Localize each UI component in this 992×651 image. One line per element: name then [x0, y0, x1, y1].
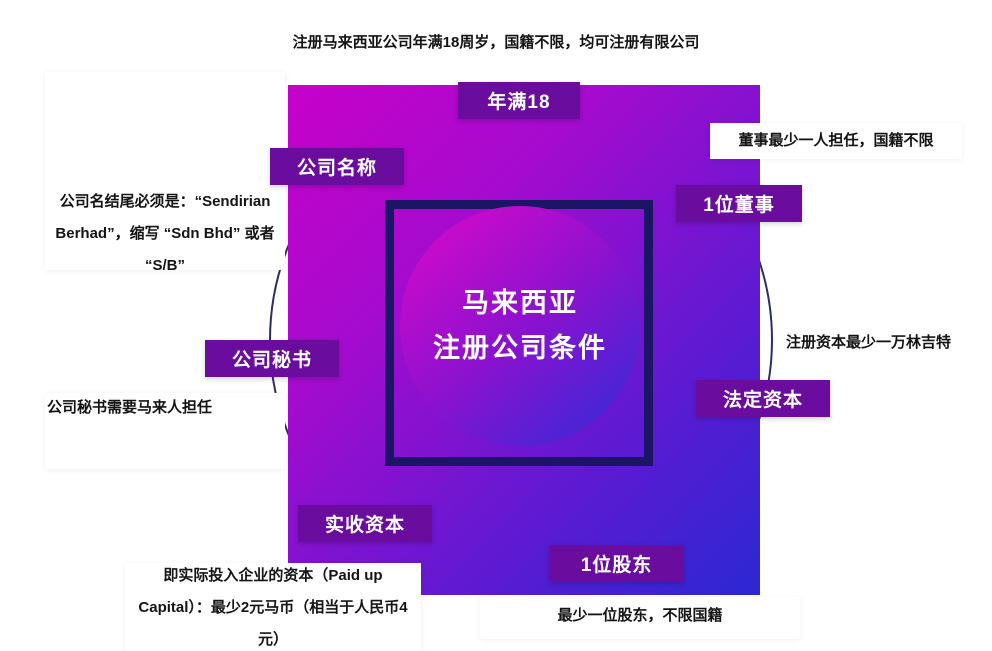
director-card — [710, 123, 962, 159]
paid-in-capital-card — [125, 563, 421, 651]
paid-in-capital-note: 即实际投入企业的资本（Paid up Capital）：最少2元马币（相当于人民… — [138, 567, 408, 648]
shareholder-card — [480, 597, 800, 639]
director-note: 董事最少一人担任，国籍不限 — [738, 132, 934, 149]
tag-statutory-capital: 法定资本 — [696, 380, 830, 417]
top-note: 注册马来西亚公司年满18周岁，国籍不限，均可注册有限公司 — [292, 34, 700, 51]
center-title-line1: 马来西亚 — [462, 288, 578, 319]
tag-age: 年满18 — [458, 82, 580, 119]
tag-director: 1位董事 — [676, 185, 802, 222]
center-title-circle: 马来西亚 注册公司条件 — [400, 206, 640, 446]
tag-paid-in-capital: 实收资本 — [298, 505, 432, 542]
secretary-note: 公司秘书需要马来人担任 — [47, 399, 213, 416]
secretary-card — [45, 393, 285, 469]
tag-company-name: 公司名称 — [270, 148, 404, 185]
statutory-capital-note: 注册资本最少一万林吉特 — [786, 334, 952, 351]
tag-secretary: 公司秘书 — [205, 340, 339, 377]
tag-shareholder: 1位股东 — [549, 545, 684, 582]
company-name-card — [45, 72, 285, 270]
company-name-note: 公司名结尾必须是：“Sendirian Berhad”，缩写 “Sdn Bhd”… — [55, 193, 275, 274]
center-title-line2: 注册公司条件 — [433, 333, 607, 363]
inner-square-frame — [385, 200, 653, 466]
shareholder-note: 最少一位股东，不限国籍 — [557, 607, 723, 624]
